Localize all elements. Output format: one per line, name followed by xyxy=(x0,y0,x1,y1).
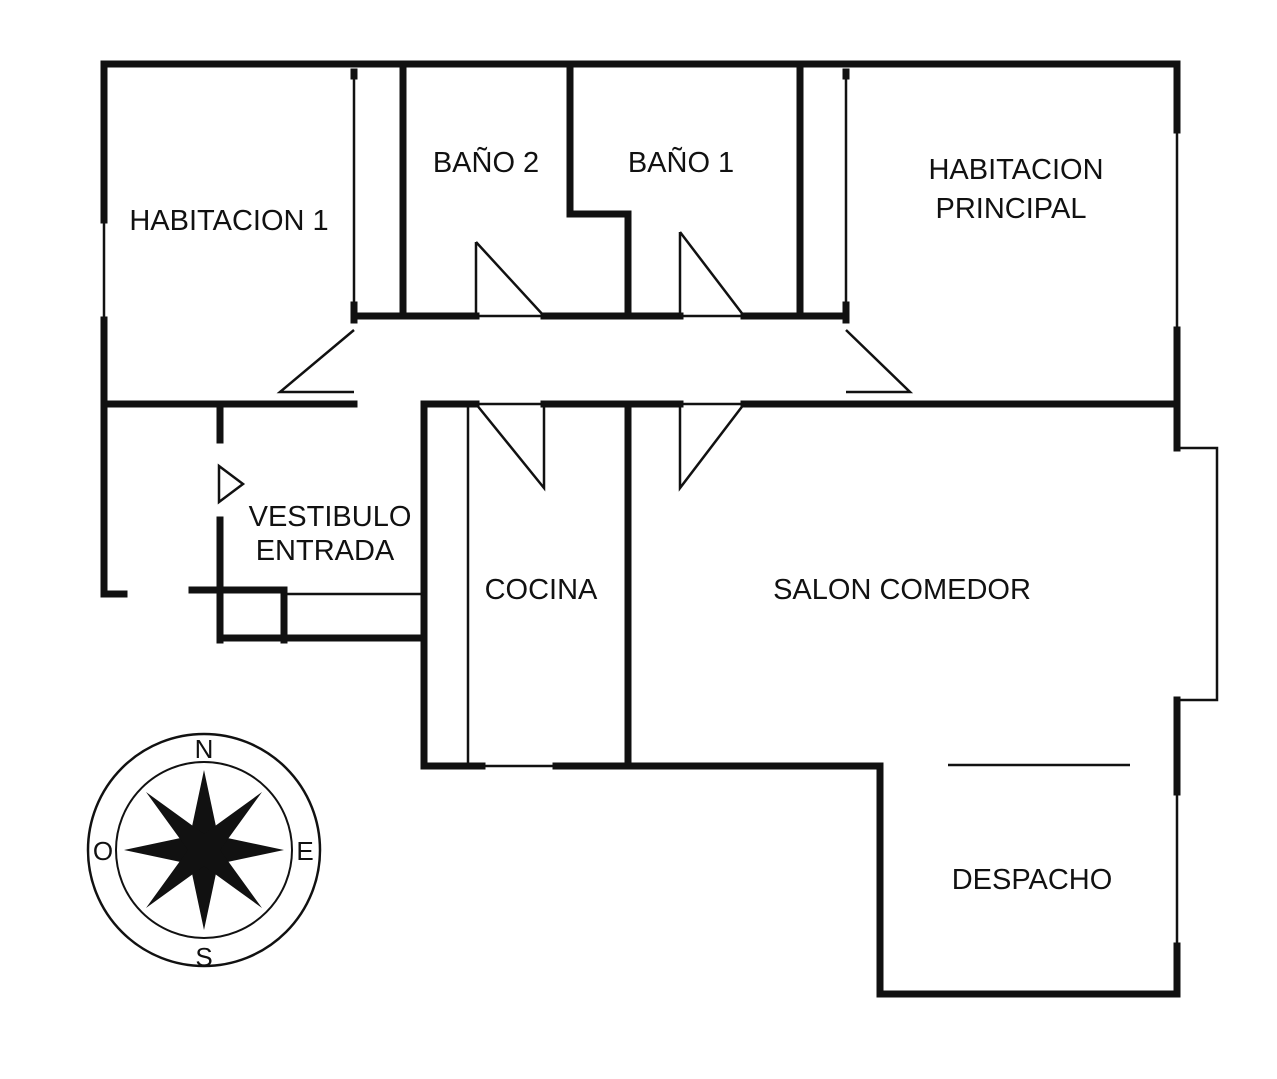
label-bano-1: BAÑO 1 xyxy=(628,145,734,179)
label-salon-comedor: SALON COMEDOR xyxy=(773,574,1031,606)
label-cocina: COCINA xyxy=(485,574,598,606)
door-salon xyxy=(678,402,747,492)
compass-east: E xyxy=(296,836,313,866)
compass-west: O xyxy=(93,836,113,866)
compass-south: S xyxy=(195,942,212,972)
label-vestibulo-line1: VESTIBULO xyxy=(249,501,412,533)
door-habitacion-principal xyxy=(845,329,914,394)
room-labels: HABITACION 1 BAÑO 2 BAÑO 1 HABITACION PR… xyxy=(129,145,1112,896)
door-bano-1 xyxy=(678,231,747,318)
door-cocina xyxy=(475,402,546,492)
door-habitacion-1 xyxy=(276,329,355,394)
walls xyxy=(100,60,1181,998)
label-habitacion-principal-line1: HABITACION xyxy=(928,154,1103,186)
entrance-arrow-icon xyxy=(217,463,246,505)
label-vestibulo-line2: ENTRADA xyxy=(256,535,395,567)
label-habitacion-principal-line2: PRINCIPAL xyxy=(936,193,1087,225)
compass-north: N xyxy=(195,734,214,764)
windows xyxy=(102,76,1219,946)
label-despacho: DESPACHO xyxy=(952,864,1113,896)
label-habitacion-1: HABITACION 1 xyxy=(129,205,328,237)
doors xyxy=(217,231,914,505)
label-bano-2: BAÑO 2 xyxy=(433,145,539,179)
door-bano-2 xyxy=(474,241,547,318)
compass-rose-icon: N S E O xyxy=(86,732,322,972)
